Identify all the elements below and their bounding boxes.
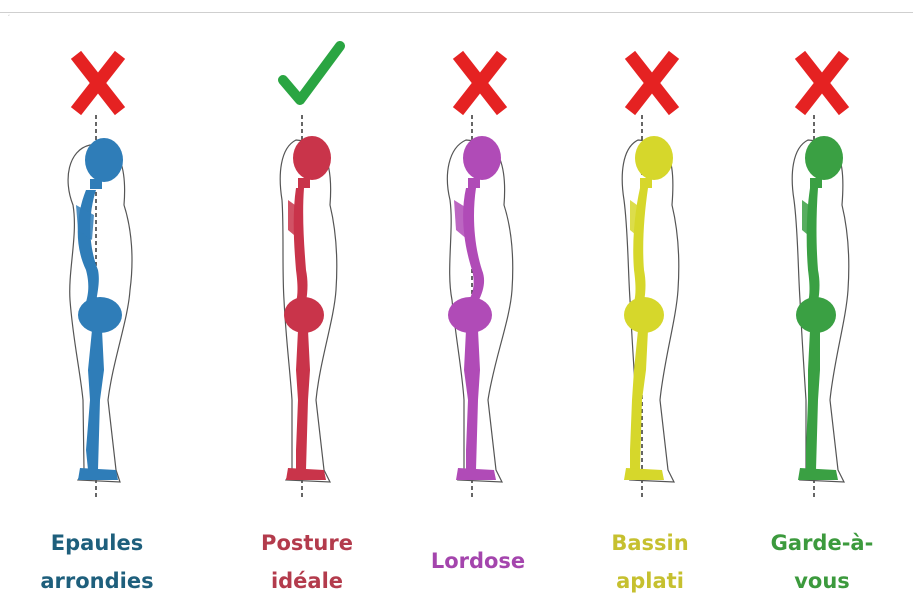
skeleton-red-figure bbox=[238, 40, 378, 510]
figure-garde-a-vous bbox=[752, 40, 892, 510]
label-line: Garde-à- bbox=[737, 524, 907, 562]
figure-lordose bbox=[410, 40, 550, 510]
red-x-icon bbox=[80, 60, 116, 106]
red-x-icon bbox=[634, 60, 670, 106]
label-line: Posture bbox=[222, 524, 392, 562]
red-x-icon bbox=[462, 60, 498, 106]
skeleton-green-figure bbox=[752, 40, 892, 510]
label-line: Bassin bbox=[565, 524, 735, 562]
label-bassin-aplati: Bassin aplati bbox=[565, 524, 735, 600]
skeleton-yellow-figure bbox=[582, 40, 722, 510]
label-line: arrondies bbox=[12, 562, 182, 600]
figure-posture-ideale bbox=[238, 40, 378, 510]
green-check-icon bbox=[283, 46, 340, 100]
label-epaules-arrondies: Epaules arrondies bbox=[12, 524, 182, 600]
skeleton-blue-figure bbox=[28, 40, 168, 510]
figure-epaules-arrondies bbox=[28, 40, 168, 510]
label-garde-a-vous: Garde-à- vous bbox=[737, 524, 907, 600]
label-line: vous bbox=[737, 562, 907, 600]
label-posture-ideale: Posture idéale bbox=[222, 524, 392, 600]
top-divider bbox=[0, 12, 913, 13]
skeleton-purple-figure bbox=[410, 40, 550, 510]
label-line: idéale bbox=[222, 562, 392, 600]
figure-bassin-aplati bbox=[582, 40, 722, 510]
label-line: aplati bbox=[565, 562, 735, 600]
label-lordose: Lordose bbox=[393, 542, 563, 580]
corner-mark: ʻ bbox=[8, 14, 10, 21]
red-x-icon bbox=[804, 60, 840, 106]
label-line: Lordose bbox=[393, 542, 563, 580]
label-line: Epaules bbox=[12, 524, 182, 562]
